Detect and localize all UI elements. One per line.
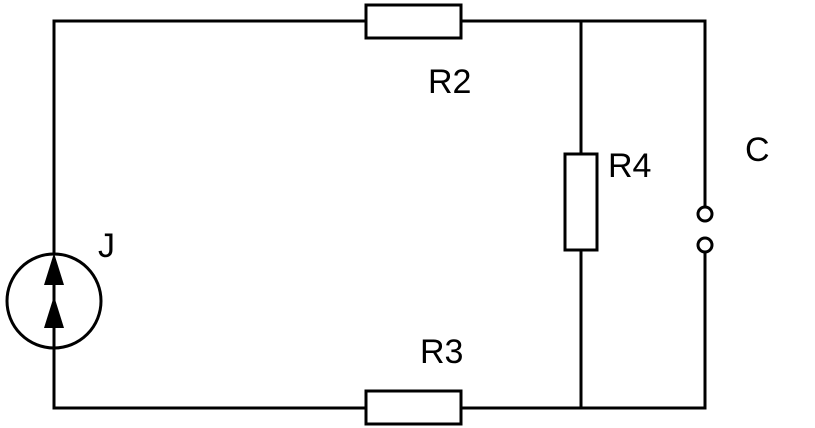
label-c: C (745, 131, 770, 169)
label-r4: R4 (608, 147, 651, 185)
arrow-up-icon (44, 253, 64, 285)
terminal-lower (696, 236, 714, 254)
terminal-upper (696, 205, 714, 223)
current-source-j (5, 252, 103, 351)
arrow-up-icon-lower (44, 296, 64, 328)
resistor-r2 (364, 3, 463, 40)
label-r3: R3 (420, 333, 463, 371)
resistor-r4 (563, 152, 599, 252)
resistor-r3 (364, 389, 463, 426)
label-j: J (98, 227, 115, 265)
wires (52, 19, 707, 410)
label-r2: R2 (428, 63, 471, 101)
